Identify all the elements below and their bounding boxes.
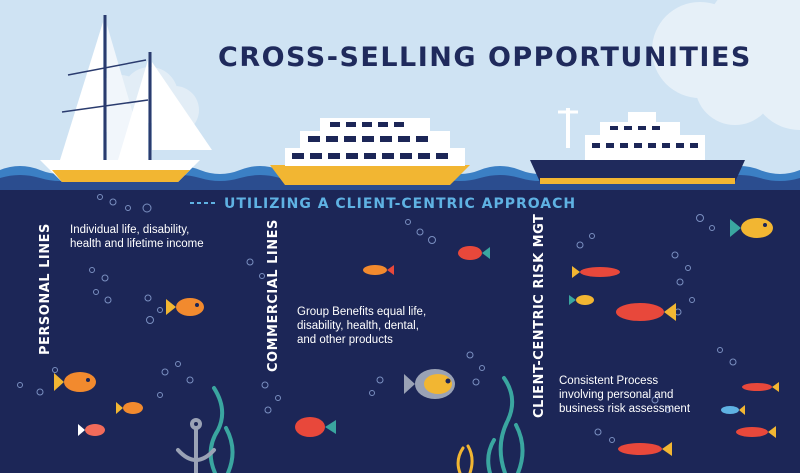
fish-icon xyxy=(736,426,776,438)
fish-icon xyxy=(721,405,745,415)
bubble-icon xyxy=(17,194,737,443)
fish-icon xyxy=(166,298,204,316)
fish-icon xyxy=(404,369,455,399)
fish-icon xyxy=(742,382,779,392)
description-line: health and lifetime income xyxy=(70,238,204,250)
fish-icon xyxy=(78,424,105,436)
fish-icon xyxy=(730,218,773,238)
column-label-client-centric-risk-mgt: CLIENT-CENTRIC RISK MGT xyxy=(532,213,547,418)
column-description-client-centric-risk-mgt: Consistent Process involving personal an… xyxy=(559,374,690,416)
fish-icon xyxy=(569,295,594,305)
column-label-commercial-lines: COMMERCIAL LINES xyxy=(266,219,281,372)
seaweed-icon xyxy=(456,444,474,473)
cargo-ship-icon xyxy=(530,108,745,184)
column-description-personal-lines: Individual life, disability, health and … xyxy=(70,223,204,251)
fish-icon xyxy=(54,372,96,392)
description-line: Group Benefits equal life, xyxy=(297,306,427,318)
sailboat-icon xyxy=(40,15,212,182)
description-line: Consistent Process xyxy=(559,375,659,387)
column-label-personal-lines: PERSONAL LINES xyxy=(38,223,53,355)
anchor-icon xyxy=(176,418,216,473)
fish-icon xyxy=(572,266,620,278)
fish-icon xyxy=(458,246,490,260)
description-line: and other products xyxy=(297,334,393,346)
column-description-commercial-lines: Group Benefits equal life, disability, h… xyxy=(297,305,426,347)
ocean xyxy=(0,175,800,473)
description-line: disability, health, dental, xyxy=(297,320,419,332)
fish-icon xyxy=(295,417,336,437)
description-line: involving personal and xyxy=(559,389,674,401)
description-line: business risk assessment xyxy=(559,403,691,415)
cloud-icon xyxy=(652,0,800,130)
fish-icon xyxy=(618,442,672,456)
fish-icon xyxy=(116,402,143,414)
page-title: CROSS-SELLING OPPORTUNITIES xyxy=(218,42,752,73)
seaweed-icon xyxy=(208,376,525,473)
fish-icon xyxy=(616,303,676,321)
ferry-icon xyxy=(270,118,470,185)
description-line: Individual life, disability, xyxy=(70,224,190,236)
subtitle: UTILIZING A CLIENT-CENTRIC APPROACH xyxy=(224,196,577,212)
fish-icon xyxy=(363,265,394,275)
